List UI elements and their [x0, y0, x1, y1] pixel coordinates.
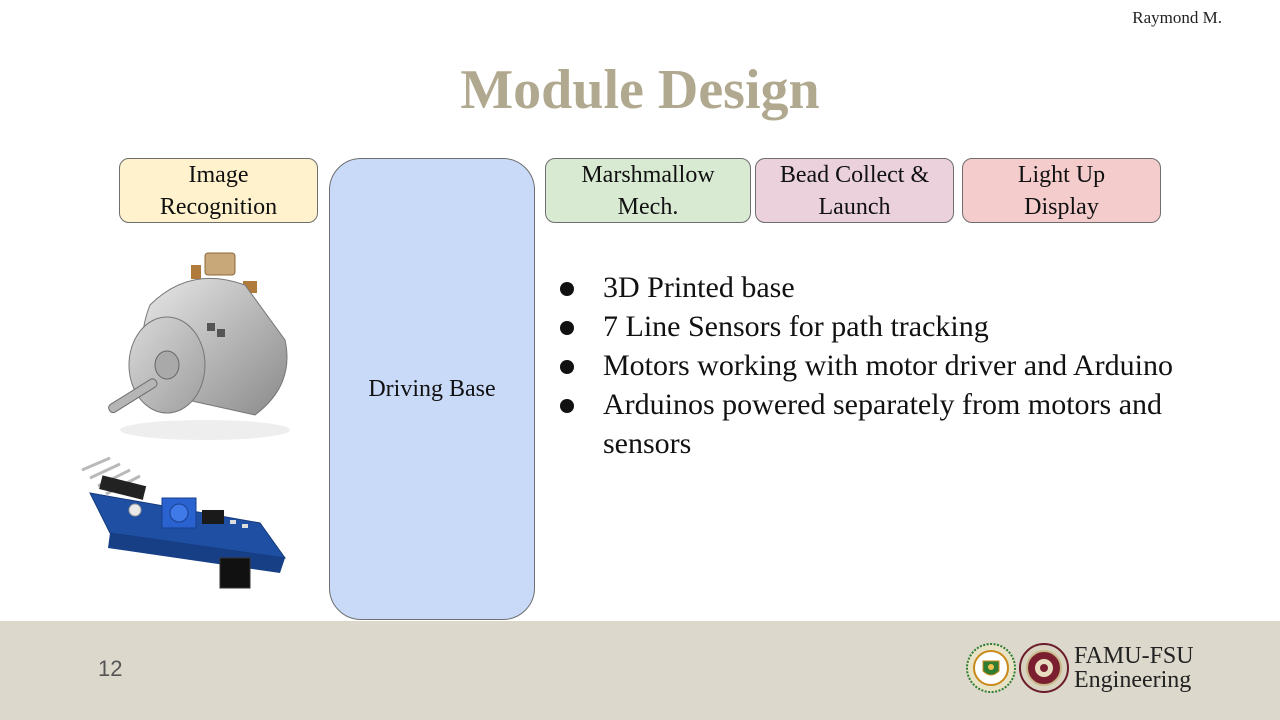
dc-motor-icon: [108, 252, 290, 440]
page-number: 12: [98, 656, 123, 681]
logo-line1: FAMU-FSU: [1074, 643, 1194, 669]
module-box-image-recognition: Image Recognition: [119, 158, 318, 223]
module-box-driving-base: Driving Base: [329, 158, 535, 620]
module-label-line1: Bead Collect &: [779, 161, 930, 188]
author-name: Raymond M.: [1132, 8, 1222, 27]
fsu-seal-icon: [1019, 643, 1069, 693]
bullet-text: 3D Printed base: [603, 271, 795, 304]
module-label-line1: Light Up: [1017, 161, 1106, 188]
module-label-line1: Marshmallow: [581, 161, 715, 188]
module-box-light-up-display: Light Up Display: [962, 158, 1161, 223]
bullet-item: Motors working with motor driver and Ard…: [556, 346, 1186, 385]
bullet-text: Motors working with motor driver and Ard…: [603, 349, 1173, 382]
bullet-dot-icon: [560, 360, 574, 374]
slide-title: Module Design: [460, 59, 820, 121]
famu-fsu-logo-text: FAMU-FSU Engineering: [1074, 644, 1194, 692]
bullet-dot-icon: [560, 282, 574, 296]
module-label-line2: Display: [1024, 193, 1099, 220]
bullet-dot-icon: [560, 399, 574, 413]
logo-line2: Engineering: [1074, 667, 1192, 693]
module-label-line2: Launch: [818, 193, 891, 220]
bullet-list: 3D Printed base 7 Line Sensors for path …: [556, 268, 1186, 463]
module-label: Driving Base: [368, 376, 496, 402]
module-box-bead-collect: Bead Collect & Launch: [755, 158, 954, 223]
bullet-text: 7 Line Sensors for path tracking: [603, 310, 989, 343]
bullet-item: 7 Line Sensors for path tracking: [556, 307, 1186, 346]
module-box-marshmallow: Marshmallow Mech.: [545, 158, 751, 223]
bullet-dot-icon: [560, 321, 574, 335]
bullet-item: Arduinos powered separately from motors …: [556, 385, 1186, 463]
famu-seal-icon: [966, 643, 1016, 693]
line-sensor-module-icon: [81, 456, 287, 589]
module-label-line2: Mech.: [617, 193, 679, 220]
bullet-text: Arduinos powered separately from motors …: [603, 388, 1163, 460]
module-label-line2: Recognition: [159, 193, 278, 220]
module-label-line1: Image: [188, 161, 249, 188]
bullet-item: 3D Printed base: [556, 268, 1186, 307]
